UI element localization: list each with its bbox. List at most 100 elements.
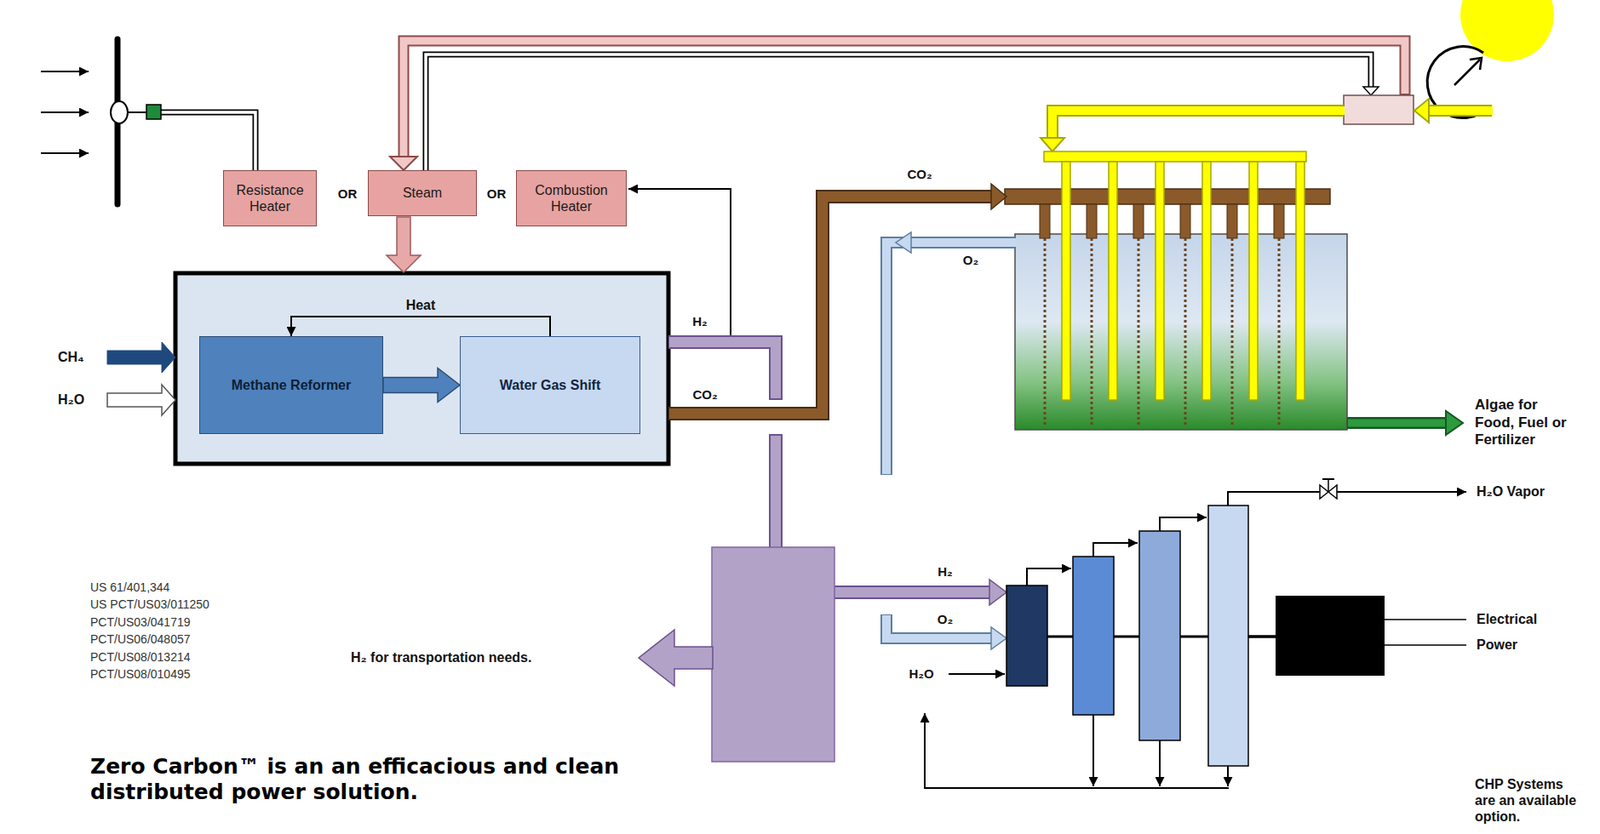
fuel-cell-stack [1384, 644, 1467, 647]
return-line [425, 54, 1379, 172]
co2-manifold [1231, 238, 1234, 426]
co2-pipe [669, 196, 994, 414]
box-label: Steam [402, 184, 442, 201]
wind-turbine [146, 104, 161, 120]
h2-storage-tank [711, 547, 835, 763]
light-rods [1202, 161, 1211, 401]
o2-pipe [886, 242, 1016, 475]
diagram-label: Electrical [1476, 611, 1537, 628]
fuel-cell-stack [1006, 585, 1048, 687]
diagram-label: CO₂ [692, 387, 717, 403]
co2-manifold [1180, 204, 1191, 239]
co2-manifold [1090, 238, 1094, 426]
wind-turbine [40, 152, 89, 155]
light-rods [1061, 161, 1071, 401]
co2-manifold [1273, 204, 1285, 239]
algae-output-arrow [1347, 417, 1448, 430]
h2-pipe [669, 342, 776, 399]
light-rods [1043, 151, 1307, 162]
h2-storage-tank [638, 630, 713, 687]
sun-circle [1460, 0, 1555, 62]
diagram-label: Power [1476, 636, 1518, 654]
h2-pipe [833, 587, 993, 598]
diagram-label: CO₂ [906, 166, 932, 183]
light-pipe [1414, 98, 1429, 123]
algae-output-arrow [1445, 411, 1463, 436]
heat-connector [291, 316, 551, 337]
light-pipe [1427, 104, 1492, 117]
fuel-cell-stack [1072, 556, 1114, 716]
co2-pipe [991, 183, 1007, 210]
diagram-label: H₂O [908, 666, 934, 683]
fuel-cell-stack [1384, 619, 1467, 621]
diagram-label: CH₄ [57, 349, 85, 366]
wind-turbine [160, 112, 256, 172]
diagram-label: Algae for Food, Fuel or Fertilizer [1474, 396, 1569, 449]
return-line [1363, 86, 1379, 96]
h2-pipe [668, 342, 776, 401]
light-pipe [1052, 110, 1345, 140]
caption: Zero Carbon™ is an an efficacious and cl… [90, 754, 653, 806]
h2-storage-tank [638, 547, 835, 763]
heater-box: Combustion Heater [516, 170, 627, 227]
light-rods [1249, 161, 1258, 401]
fuel-cell-stack [1327, 479, 1330, 493]
co2-pipe [668, 183, 1007, 414]
light-pipe [1040, 137, 1065, 152]
diagram-label: O₂ [937, 612, 953, 628]
wind-turbine [127, 111, 147, 114]
co2-manifold [1278, 238, 1281, 426]
co2-manifold [1043, 238, 1047, 426]
feed-arrows [107, 342, 176, 373]
wind-turbine [40, 111, 89, 114]
h2-pipe [989, 579, 1007, 606]
fuel-cell-stack [1227, 766, 1229, 787]
sun-circle [1460, 0, 1555, 62]
h2-pipe [770, 435, 781, 551]
diagram-label: US PCT/US03/011250 [90, 597, 210, 613]
light-pipe [1052, 110, 1344, 140]
h2-pipe [768, 434, 783, 550]
fuel-cell-stack [948, 673, 1005, 676]
fuel-cell-stack [1227, 492, 1467, 506]
fuel-cell-stack [1159, 517, 1207, 532]
fuel-cell-stack [923, 787, 1229, 790]
steam-pipe [389, 40, 1406, 171]
fuel-cell-stack [1139, 531, 1181, 741]
light-pipe [1427, 106, 1493, 115]
diagram-label: PCT/US08/010495 [90, 667, 191, 683]
steam-pipe [403, 40, 1406, 161]
h2-pipe [834, 585, 992, 600]
co2-manifold [1133, 204, 1144, 239]
diagram-label: US 61/401,344 [90, 580, 170, 596]
return-line [425, 54, 1371, 171]
return-line [425, 54, 1371, 172]
box-label: Combustion Heater [521, 182, 621, 215]
heater-box: Resistance Heater [223, 170, 317, 227]
o2-pipe [886, 242, 1016, 476]
box-label: Water Gas Shift [499, 377, 602, 394]
co2-pipe [668, 196, 993, 414]
diagram-label: OR [338, 186, 358, 202]
h2-pipe [628, 189, 1007, 606]
wind-turbine [110, 101, 128, 124]
light-rods [1043, 151, 1307, 401]
diagram-label: PCT/US03/041719 [90, 615, 191, 631]
diagram-label: H₂O Vapor [1476, 483, 1545, 500]
algae-output-arrow [1347, 419, 1448, 428]
light-rods [1155, 161, 1165, 401]
diagram-label: PCT/US06/048057 [90, 632, 191, 648]
fuel-cell-stack [1093, 543, 1138, 557]
fuel-cell-stack [1208, 505, 1249, 767]
co2-manifold [1086, 204, 1097, 239]
reformer-housing [175, 273, 669, 465]
co2-manifold [1004, 189, 1331, 205]
fuel-cell-stack [1158, 740, 1161, 787]
process-box: Water Gas Shift [459, 336, 641, 435]
fuel-cell-stack [1322, 478, 1335, 481]
reformer-housing [175, 273, 669, 465]
diagram-label: H₂ [937, 564, 953, 580]
co2-manifold [1137, 238, 1141, 426]
diagram-label: PCT/US08/013214 [90, 650, 191, 666]
flow-arrow [383, 368, 460, 403]
